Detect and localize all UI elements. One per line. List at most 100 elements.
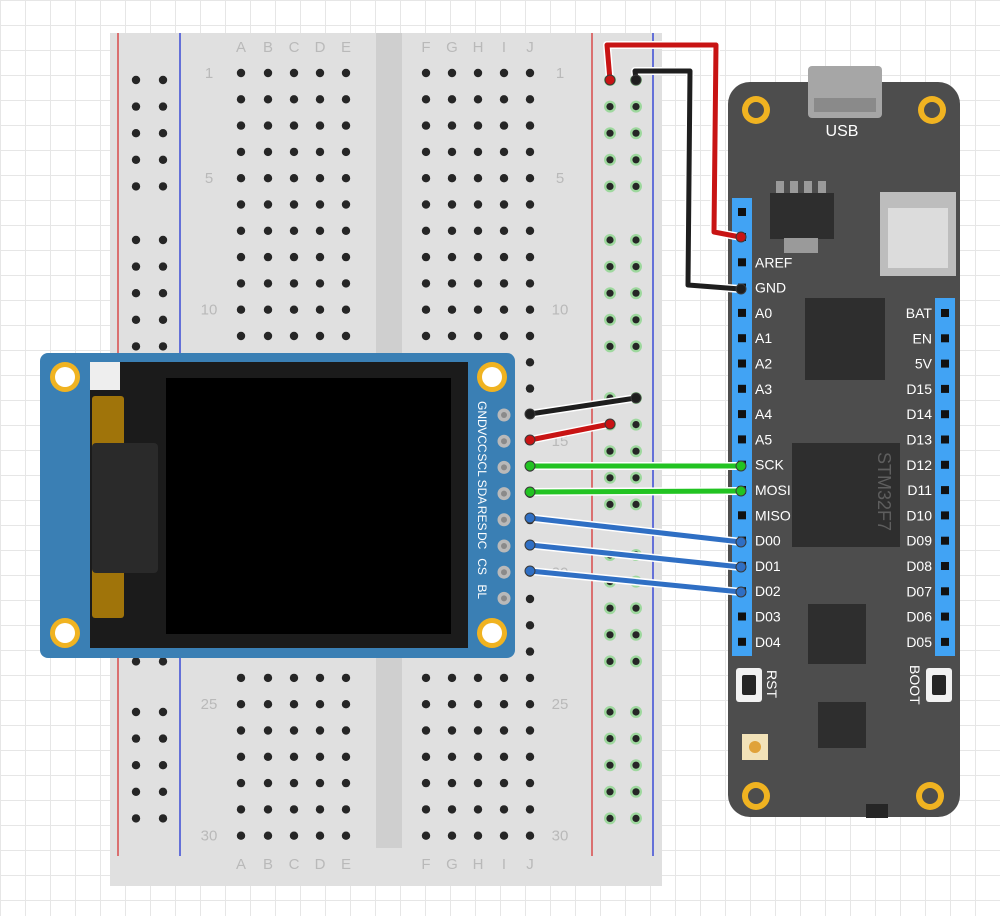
lcd-vcc-wire [527,421,613,443]
breadboard-hole [473,752,483,761]
board-pin-label: D06 [906,609,932,625]
board-pin-label: D03 [755,609,781,625]
breadboard-hole [421,700,431,709]
rail-hole [606,156,614,164]
breadboard-hole [236,279,246,288]
breadboard-hole [447,252,457,262]
wire-end [524,565,536,577]
breadboard-hole [447,778,457,788]
rail-hole [606,236,614,244]
lcd-pin-label: SCL [475,453,489,477]
breadboard-hole [289,805,299,814]
breadboard-hole [499,252,509,262]
breadboard-hole [525,147,535,157]
lcd-gnd-wire [527,395,639,417]
breadboard-hole [289,831,299,840]
board-pin-label: BAT [906,305,933,321]
board-pin-label: D13 [906,432,932,448]
header-pin [738,359,746,368]
breadboard-hole [289,700,299,709]
breadboard-hole [447,68,457,78]
column-letter: H [473,39,484,56]
breadboard-hole [263,147,273,157]
black-ground-wire [632,68,743,292]
rail-hole [632,342,640,350]
rail-hole [632,289,640,297]
breadboard-hole [525,594,535,604]
breadboard-hole [499,200,509,209]
column-letter: G [446,39,458,56]
rail-hole [632,500,640,508]
breadboard-hole [289,673,299,683]
rail-hole [131,814,141,823]
breadboard-hole [473,726,483,735]
breadboard-hole [525,673,535,683]
breadboard-hole [499,174,509,183]
breadboard-hole [421,252,431,262]
board-pin-label: D14 [906,406,932,422]
rail-hole [131,787,141,796]
lcd-pin-label: SDA [475,480,489,505]
wire-end [735,460,747,472]
res-wire [527,515,744,545]
breadboard-hole [315,778,325,788]
breadboard-hole [473,778,483,788]
breadboard-hole [236,200,246,209]
lcd-mount-hole-tr [477,362,507,392]
lcd-mount-hole-br [477,618,507,648]
breadboard-hole [473,147,483,157]
breadboard-hole [525,174,535,183]
breadboard-hole [473,331,483,341]
breadboard-hole [341,68,351,78]
breadboard-hole [236,95,246,104]
breadboard-hole [236,147,246,157]
breadboard-hole [447,174,457,183]
rail-hole [606,182,614,190]
breadboard-hole [525,778,535,788]
breadboard-hole [447,305,457,314]
header-pin [941,486,949,495]
breadboard-hole [525,121,535,130]
lcd-pin-label: CS [475,558,489,575]
header-pin [738,637,746,646]
column-letter: H [473,856,484,873]
breadboard-hole [421,305,431,314]
breadboard-hole [263,805,273,814]
lcd-flex-cover [92,443,158,573]
rail-hole [131,155,141,164]
breadboard-hole [447,700,457,709]
breadboard-hole [473,95,483,104]
column-letter: D [315,39,326,56]
column-letter: E [341,39,351,56]
breadboard-hole [236,831,246,840]
breadboard-hole [289,147,299,157]
rail-hole [131,707,141,717]
rail-hole [632,708,640,716]
rail-hole [632,735,640,743]
breadboard-hole [473,831,483,840]
usb-label: USB [826,123,859,140]
lcd-pin-label: BL [475,584,489,599]
breadboard-hole [473,226,483,235]
header-pin [941,384,949,393]
column-letter: I [502,39,506,56]
breadboard-hole [236,68,246,78]
breadboard-hole [236,252,246,262]
voltage-regulator [770,193,834,239]
lcd-pin-label: RES [475,506,489,531]
header-pin [941,562,949,570]
header-pin [738,410,746,419]
usb-connector-inner [814,98,876,112]
header-pin [738,384,746,393]
rail-hole [158,102,168,111]
breadboard-hole [341,147,351,157]
wire-end [735,485,747,497]
breadboard-hole [525,68,535,78]
right-pin-header [935,298,955,656]
breadboard-hole [341,673,351,683]
column-letter: F [421,856,430,873]
row-number: 1 [205,65,213,82]
breadboard-hole [263,673,273,683]
wire-end [604,74,616,86]
